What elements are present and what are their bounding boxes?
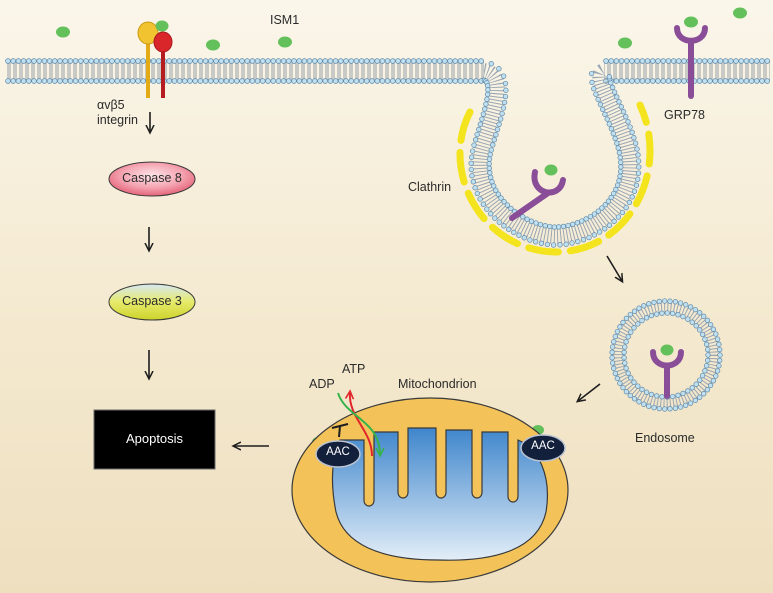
aac-transporter-left: [315, 440, 361, 468]
caspase8-label: Caspase 8: [122, 171, 182, 185]
mito-matrix: [331, 427, 548, 561]
apoptosis-label: Apoptosis: [125, 431, 184, 446]
aac-transporter-right: [520, 434, 566, 462]
adp-import-arrow: [337, 392, 380, 455]
integrin-receptor: [137, 21, 173, 98]
atp-export-arrow: [350, 392, 373, 457]
integrin-beta-subunit: [153, 31, 173, 53]
integrin-label-line2: integrin: [97, 113, 138, 127]
membrane-tails-left: [6, 61, 484, 81]
pit-tails: [472, 63, 638, 245]
grp78-label: GRP78: [664, 108, 705, 122]
coated-pit: [456, 61, 654, 256]
grp78-in-pit: [509, 169, 566, 221]
endosome-label: Endosome: [635, 431, 695, 445]
inhibition-stem: [338, 425, 341, 438]
membrane-heads: [5, 58, 770, 84]
arrow-pit-to-endosome: [606, 255, 622, 281]
caspase3-label: Caspase 3: [122, 294, 182, 308]
aac-label-right: AAC: [531, 440, 555, 452]
arrow-endosome-to-mito: [578, 383, 601, 401]
pathway-arrows: [149, 112, 622, 446]
grp78-receptor: [674, 25, 708, 99]
atp-label: ATP: [342, 362, 366, 376]
pit-heads: [468, 61, 642, 248]
adp-label: ADP: [309, 377, 335, 391]
caspase3-oval: [108, 283, 196, 321]
plasma-membrane: [5, 58, 770, 84]
ism1-label: ISM1: [270, 13, 300, 27]
clathrin-coat: [456, 101, 654, 256]
mitochondrion-label: Mitochondrion: [398, 377, 477, 391]
aac-label-left: AAC: [326, 446, 350, 458]
ism1-ligands: [56, 7, 747, 447]
endosome-tails: [612, 301, 720, 409]
mitochondrion: [291, 397, 569, 583]
integrin-label-line1: αvβ5: [97, 98, 125, 112]
integrin-alpha-subunit: [137, 21, 159, 45]
clathrin-label: Clathrin: [408, 180, 452, 194]
caspase8-oval: [108, 161, 196, 197]
grp78-in-endosome: [650, 349, 684, 399]
apoptosis-box: [93, 409, 216, 470]
membrane-tails-right: [604, 61, 770, 81]
